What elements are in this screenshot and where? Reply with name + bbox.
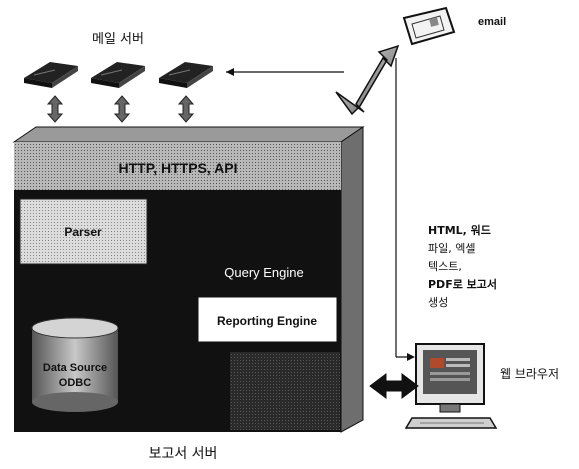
output-format-line: PDF로 보고서 xyxy=(428,277,497,291)
parser-label: Parser xyxy=(64,225,102,239)
odbc-label: ODBC xyxy=(59,377,91,389)
web-browser-label: 웹 브라우저 xyxy=(500,367,559,381)
mail-server-label: 메일 서버 xyxy=(92,32,144,47)
mail-server-3 xyxy=(159,62,213,88)
arrow-to-web-browser xyxy=(396,58,415,361)
horizontal-double-arrow xyxy=(370,374,418,398)
protocol-banner-label: HTTP, HTTPS, API xyxy=(118,160,237,176)
output-format-line: 생성 xyxy=(428,296,448,309)
diagonal-double-arrow xyxy=(336,46,398,114)
output-format-line: HTML, 워드 xyxy=(428,224,491,237)
double-arrow-2 xyxy=(115,96,129,122)
report-server-caption: 보고서 서버 xyxy=(149,446,218,462)
query-engine-label: Query Engine xyxy=(224,265,304,280)
double-arrow-3 xyxy=(179,96,193,122)
reporting-engine-label: Reporting Engine xyxy=(217,314,317,328)
email-label: email xyxy=(478,16,506,28)
mail-server-1 xyxy=(24,62,78,88)
arrow-to-mail-servers xyxy=(226,68,344,76)
output-formats-list: HTML, 워드 파일, 엑셀 텍스트, PDF로 보고서 생성 xyxy=(428,224,497,309)
data-source-label: Data Source xyxy=(43,362,107,374)
email-icon xyxy=(404,8,454,44)
web-browser-computer-icon xyxy=(406,344,496,428)
output-format-line: 텍스트, xyxy=(428,260,462,273)
double-arrow-1 xyxy=(48,96,62,122)
output-format-line: 파일, 엑셀 xyxy=(428,241,475,255)
mail-server-2 xyxy=(91,62,145,88)
